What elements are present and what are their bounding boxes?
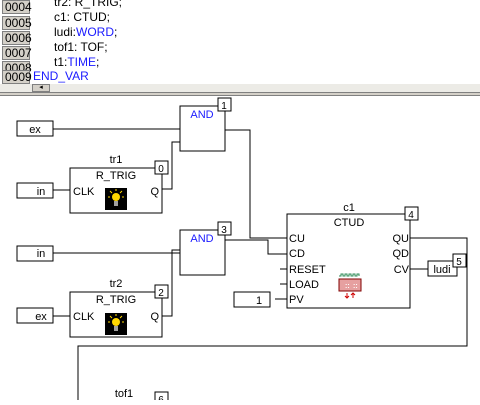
pv-constant-label: 1 [256, 295, 262, 307]
execution-order-number: 5 [456, 257, 462, 268]
svg-text:::: :: [345, 283, 350, 290]
ctud-block[interactable] [286, 213, 411, 309]
execution-order-number: 0 [158, 164, 164, 175]
decl-line-ludi[interactable]: ludi:WORD; [54, 25, 118, 39]
pin-cu: CU [289, 233, 305, 245]
fb-instance-name: tof1 [115, 388, 133, 400]
pin-qu: QU [393, 233, 410, 245]
scroll-left-arrow-icon[interactable]: ◂ [32, 84, 50, 92]
line-number: 0007 [2, 46, 32, 60]
execution-order-number: 2 [158, 288, 164, 299]
output-var-ludi[interactable] [427, 260, 458, 277]
input-var-ex-label: ex [35, 311, 47, 323]
line-number: 0006 [2, 31, 32, 45]
and-block[interactable] [179, 105, 226, 152]
fb-instance-name: c1 [343, 202, 355, 214]
pin-clk: CLK [73, 186, 95, 198]
horizontal-scrollbar[interactable] [0, 84, 480, 92]
decl-line-c1[interactable]: c1: CTUD; [54, 10, 111, 24]
input-var-in[interactable] [16, 182, 54, 199]
pin-reset: RESET [289, 264, 326, 276]
and-block-label: AND [190, 233, 213, 245]
execution-order-badge [404, 206, 419, 221]
input-var-in-label: in [37, 248, 46, 260]
decl-line-t1[interactable]: t1:TIME; [54, 55, 100, 69]
decl-line-tr2[interactable]: tr2: R_TRIG; [54, 0, 123, 9]
pin-load: LOAD [289, 279, 319, 291]
input-var-in-label: in [37, 186, 46, 198]
input-var-in[interactable] [16, 245, 54, 262]
execution-order-badge [154, 284, 169, 299]
execution-order-number: 4 [408, 210, 414, 221]
decl-line-end-var[interactable]: END_VAR [33, 69, 89, 83]
fb-instance-name: tr2 [110, 278, 123, 290]
pin-cd: CD [289, 248, 305, 260]
pin-cv: CV [394, 264, 410, 276]
pin-clk: CLK [73, 311, 95, 323]
execution-order-number: 6 [158, 395, 164, 400]
fb-type-name: R_TRIG [96, 170, 136, 182]
and-block[interactable] [179, 229, 226, 276]
output-var-ludi-label: ludi [433, 264, 450, 276]
execution-order-number: 3 [221, 225, 227, 236]
line-number: 0009 [2, 70, 32, 84]
fbd-editor[interactable]: ex in in ex 1 AND 1 AND 3 tr1 R_TRIG CLK… [0, 96, 480, 405]
input-var-ex-label: ex [29, 124, 41, 136]
svg-text:::: :: [353, 283, 358, 290]
execution-order-badge [452, 253, 467, 268]
pv-constant[interactable] [233, 291, 271, 308]
and-block-label: AND [190, 109, 213, 121]
declaration-editor[interactable]: 0004 0005 0006 0007 0008 0009 tr2: R_TRI… [0, 0, 480, 88]
pin-qd: QD [393, 248, 410, 260]
line-number: 0004 [2, 0, 32, 14]
fb-instance-name: tr1 [110, 154, 123, 166]
rising-edge-lamp-icon [105, 188, 127, 210]
fb-type-name: R_TRIG [96, 294, 136, 306]
execution-order-badge [217, 97, 232, 112]
fb-type-name: CTUD [334, 217, 365, 229]
execution-order-badge [154, 160, 169, 175]
execution-order-number: 1 [221, 101, 227, 112]
pin-q: Q [150, 186, 159, 198]
rising-edge-lamp-icon [105, 313, 127, 335]
input-var-ex[interactable] [16, 120, 54, 137]
line-number: 0005 [2, 16, 32, 30]
execution-order-badge [217, 221, 232, 236]
editor-splitter[interactable] [0, 92, 480, 96]
input-var-ex[interactable] [16, 307, 54, 324]
decl-line-tof1[interactable]: tof1: TOF; [54, 40, 108, 54]
pin-pv: PV [289, 294, 304, 306]
pin-q: Q [150, 311, 159, 323]
counter-icon: :: :: [338, 273, 362, 299]
